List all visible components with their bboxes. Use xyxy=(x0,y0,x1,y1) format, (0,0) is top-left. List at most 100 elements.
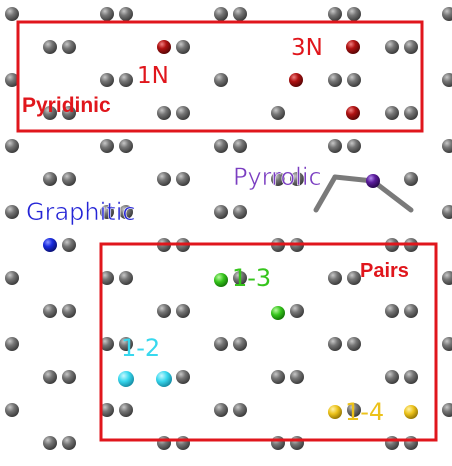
carbon-atom xyxy=(119,337,133,351)
pyridinic-n-atom xyxy=(157,40,171,54)
carbon-atom xyxy=(5,7,19,21)
carbon-atom xyxy=(43,106,57,120)
carbon-atom xyxy=(5,205,19,219)
carbon-atom xyxy=(347,7,361,21)
pyrrolic-n-atom xyxy=(366,174,380,188)
carbon-atom xyxy=(404,40,418,54)
carbon-atom xyxy=(43,172,57,186)
carbon-atom xyxy=(290,172,304,186)
carbon-atom xyxy=(100,271,114,285)
carbon-atom xyxy=(119,139,133,153)
carbon-atom xyxy=(62,40,76,54)
label-pairs: Pairs xyxy=(360,260,409,282)
carbon-atom xyxy=(328,73,342,87)
carbon-atom xyxy=(233,205,247,219)
carbon-atom xyxy=(442,139,452,153)
pair-1-4-atom xyxy=(328,405,342,419)
carbon-atom xyxy=(157,436,171,450)
carbon-atom xyxy=(385,304,399,318)
pair-1-2-atoms xyxy=(118,371,172,387)
label-pyridinic: Pyridinic xyxy=(22,94,111,117)
carbon-atom xyxy=(442,73,452,87)
carbon-atom xyxy=(43,436,57,450)
carbon-atom xyxy=(5,271,19,285)
carbon-atom xyxy=(271,106,285,120)
carbon-atom xyxy=(176,436,190,450)
carbon-atom xyxy=(328,271,342,285)
pair-1-4-atoms xyxy=(328,405,418,419)
carbon-atom xyxy=(442,271,452,285)
carbon-atom xyxy=(290,370,304,384)
carbon-atom xyxy=(5,139,19,153)
carbon-atom xyxy=(157,106,171,120)
carbon-atom xyxy=(347,337,361,351)
carbon-atoms xyxy=(5,7,452,450)
carbon-atom xyxy=(214,73,228,87)
carbon-atom xyxy=(5,403,19,417)
carbon-atom xyxy=(404,436,418,450)
carbon-atom xyxy=(62,436,76,450)
carbon-atom xyxy=(100,205,114,219)
carbon-atom xyxy=(385,40,399,54)
carbon-atom xyxy=(290,304,304,318)
carbon-atom xyxy=(100,403,114,417)
pair-1-2-atom xyxy=(156,371,172,387)
carbon-atom xyxy=(347,403,361,417)
carbon-atom xyxy=(271,370,285,384)
carbon-atom xyxy=(233,271,247,285)
pair-1-3-atoms xyxy=(214,273,285,320)
carbon-bond-network xyxy=(313,174,414,213)
carbon-atom xyxy=(233,7,247,21)
carbon-atom xyxy=(100,337,114,351)
carbon-atom xyxy=(119,403,133,417)
carbon-atom xyxy=(385,370,399,384)
carbon-atom xyxy=(62,238,76,252)
carbon-atom xyxy=(176,172,190,186)
carbon-bond xyxy=(313,174,338,213)
pair-1-4-atom xyxy=(404,405,418,419)
carbon-atom xyxy=(290,436,304,450)
carbon-atom xyxy=(328,337,342,351)
carbon-atom xyxy=(100,7,114,21)
carbon-atom xyxy=(214,337,228,351)
carbon-atom xyxy=(442,7,452,21)
carbon-atom xyxy=(176,40,190,54)
carbon-atom xyxy=(385,436,399,450)
carbon-atom xyxy=(404,106,418,120)
carbon-atom xyxy=(5,337,19,351)
carbon-atom xyxy=(62,106,76,120)
carbon-atom xyxy=(214,139,228,153)
carbon-atom xyxy=(176,106,190,120)
pyridinic-region-box xyxy=(16,20,424,133)
carbon-atom xyxy=(347,73,361,87)
pyridinic-n-atom xyxy=(346,40,360,54)
graphitic-n-atom xyxy=(43,238,57,252)
carbon-atom xyxy=(328,139,342,153)
label-1n: 1N xyxy=(137,63,169,89)
pyridinic-n-atom xyxy=(289,73,303,87)
pair-1-2-atom xyxy=(118,371,134,387)
carbon-bond xyxy=(370,178,414,213)
carbon-atom xyxy=(442,403,452,417)
carbon-atom xyxy=(404,304,418,318)
label-pair-1-4: 1-4 xyxy=(345,398,384,426)
carbon-atom xyxy=(214,205,228,219)
pair-1-3-atom xyxy=(214,273,228,287)
carbon-atom xyxy=(62,304,76,318)
carbon-atom xyxy=(442,205,452,219)
label-pyrrolic: Pyrrolic xyxy=(233,163,322,191)
carbon-atom xyxy=(119,205,133,219)
pairs-region-box xyxy=(99,242,438,442)
carbon-atom xyxy=(404,370,418,384)
pyridinic-nitrogen-atoms xyxy=(157,40,360,120)
carbon-atom xyxy=(100,139,114,153)
carbon-atom xyxy=(233,337,247,351)
carbon-atom xyxy=(119,7,133,21)
carbon-atom xyxy=(347,139,361,153)
carbon-atom xyxy=(328,7,342,21)
carbon-atom xyxy=(233,139,247,153)
carbon-atom xyxy=(157,172,171,186)
carbon-atom xyxy=(271,436,285,450)
carbon-atom xyxy=(176,304,190,318)
